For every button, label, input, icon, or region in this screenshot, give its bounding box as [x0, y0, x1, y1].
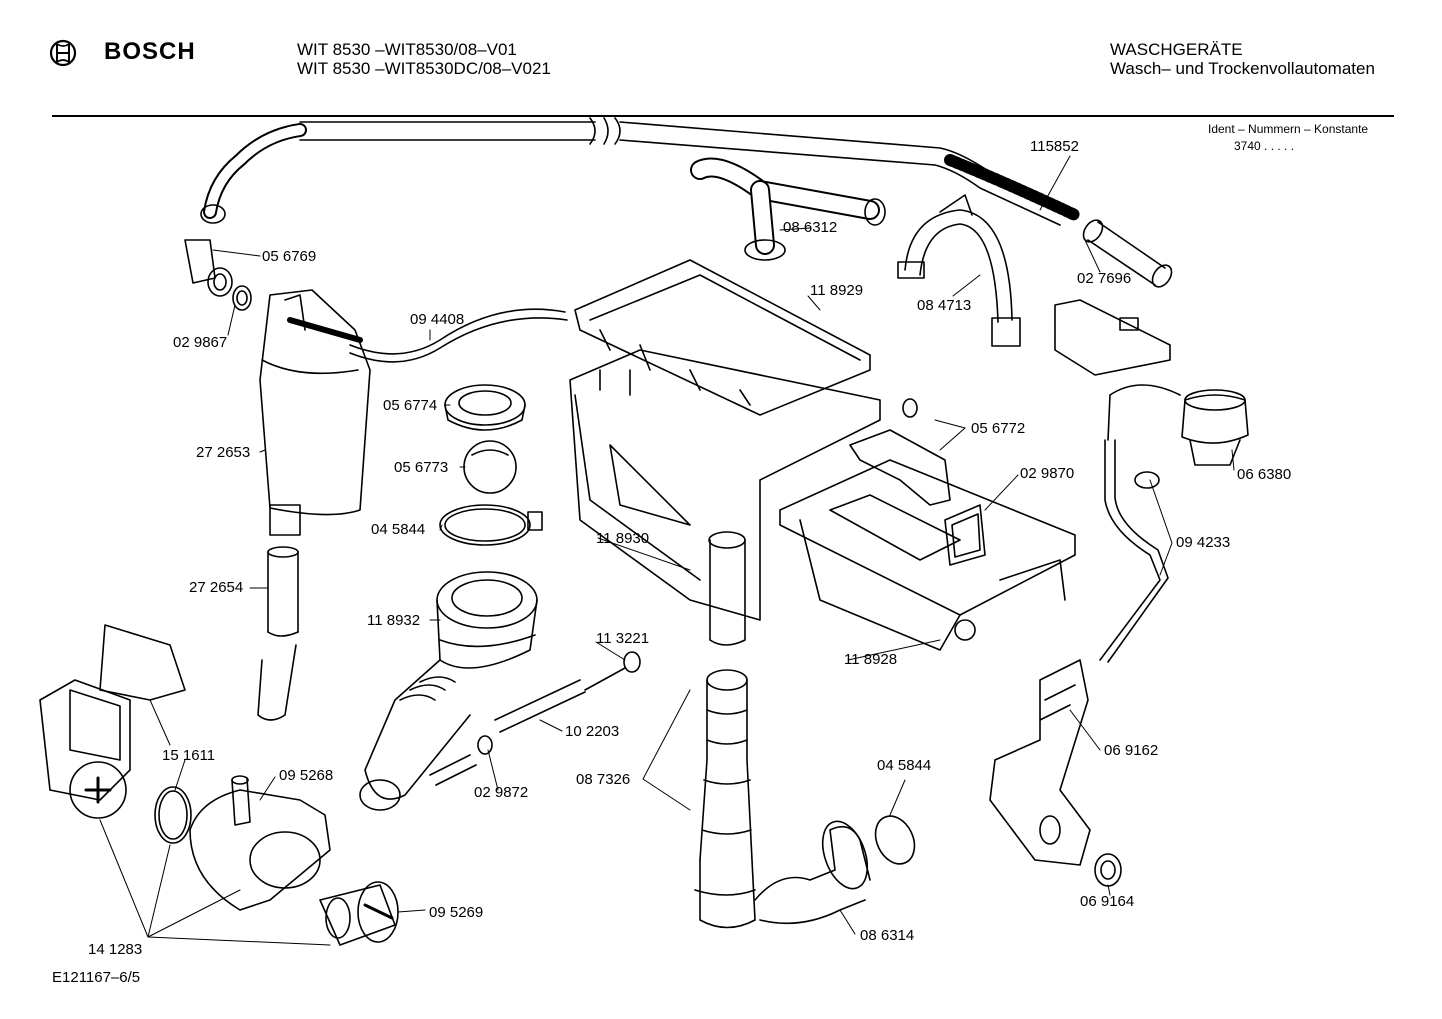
part-label-118930: 11 8930	[596, 530, 650, 547]
part-label-118932: 11 8932	[367, 612, 421, 629]
part-label-084713: 08 4713	[917, 297, 972, 314]
part-label-056774: 05 6774	[383, 397, 438, 414]
dispenser-tank	[259, 289, 371, 536]
part-label-115852: 115852	[1030, 138, 1079, 155]
filter-bracket	[989, 659, 1091, 866]
part-label-086312: 08 6312	[783, 219, 838, 236]
lint-filter	[319, 881, 399, 946]
part-label-056772: 05 6772	[971, 420, 1026, 437]
model-line-1: WIT 8530 –WIT8530/08–V01	[297, 40, 517, 59]
ident-value: 3740 . . . . .	[1234, 139, 1295, 153]
part-label-094408: 09 4408	[410, 311, 465, 328]
bent-hose	[690, 157, 886, 261]
o-ring	[154, 786, 192, 844]
part-label-029870: 02 9870	[1020, 465, 1075, 482]
guide-rod	[429, 651, 641, 786]
drawing-id: E121167–6/5	[52, 969, 141, 986]
dispenser-lid	[574, 259, 871, 416]
part-label-118928: 11 8928	[844, 651, 898, 668]
part-label-029867: 02 9867	[173, 334, 228, 351]
part-label-045844-a: 04 5844	[371, 521, 426, 538]
filter-housing	[189, 775, 331, 911]
pressure-hose	[1099, 439, 1169, 663]
brand-name: BOSCH	[104, 38, 196, 65]
pressure-switch	[1107, 384, 1249, 466]
hose-connector	[1082, 219, 1173, 288]
part-label-102203: 10 2203	[565, 723, 620, 740]
part-label-095268: 09 5268	[279, 767, 334, 784]
valve-parts	[849, 398, 986, 566]
bosch-armature-icon	[49, 39, 77, 67]
brand-logo	[48, 38, 78, 73]
drain-hose-right	[614, 117, 1081, 226]
bellows-seal	[444, 384, 526, 431]
part-label-118929: 11 8929	[810, 282, 864, 299]
short-hose	[257, 546, 299, 721]
model-line-2: WIT 8530 –WIT8530DC/08–V021	[297, 59, 551, 78]
part-label-095269: 09 5269	[429, 904, 484, 921]
part-label-113221: 11 3221	[596, 630, 650, 647]
hose-clamp-ring	[439, 504, 543, 546]
mounting-bracket	[1054, 299, 1171, 376]
category-subtitle: Wasch– und Trockenvollautomaten	[1110, 59, 1375, 78]
elbow-fitting	[184, 239, 252, 311]
part-label-029872: 02 9872	[474, 784, 529, 801]
vertical-drain-hose	[694, 669, 756, 929]
part-label-087326: 08 7326	[576, 771, 631, 788]
ident-title: Ident – Nummern – Konstante	[1208, 122, 1369, 136]
part-label-056773: 05 6773	[394, 459, 449, 476]
corrugated-hose-left	[200, 117, 609, 224]
part-label-056769: 05 6769	[262, 248, 317, 265]
part-label-272653: 27 2653	[196, 444, 251, 461]
part-label-151611: 15 1611	[162, 747, 216, 764]
sump-hose	[359, 571, 538, 811]
part-label-141283: 14 1283	[88, 941, 143, 958]
part-label-086314: 08 6314	[860, 927, 915, 944]
thin-tube	[349, 308, 568, 363]
clamp-ring-small	[874, 815, 916, 865]
grommet	[1094, 853, 1122, 887]
part-label-069164: 06 9164	[1080, 893, 1135, 910]
part-label-272654: 27 2654	[189, 579, 244, 596]
float-ball	[463, 440, 517, 494]
drain-pump	[39, 624, 186, 819]
header-divider	[52, 115, 1394, 117]
curved-drain-hose	[754, 820, 871, 925]
part-label-027696: 02 7696	[1077, 270, 1132, 287]
part-label-069162: 06 9162	[1104, 742, 1159, 759]
detergent-tray	[779, 459, 1076, 651]
category-title: WASCHGERÄTE	[1110, 40, 1243, 59]
part-label-094233: 09 4233	[1176, 534, 1231, 551]
part-label-045844-b: 04 5844	[877, 757, 932, 774]
hose-clamp-bracket	[897, 194, 1021, 347]
part-label-066380: 06 6380	[1237, 466, 1292, 483]
leader-lines	[99, 155, 1235, 946]
drawer-housing	[569, 349, 881, 646]
